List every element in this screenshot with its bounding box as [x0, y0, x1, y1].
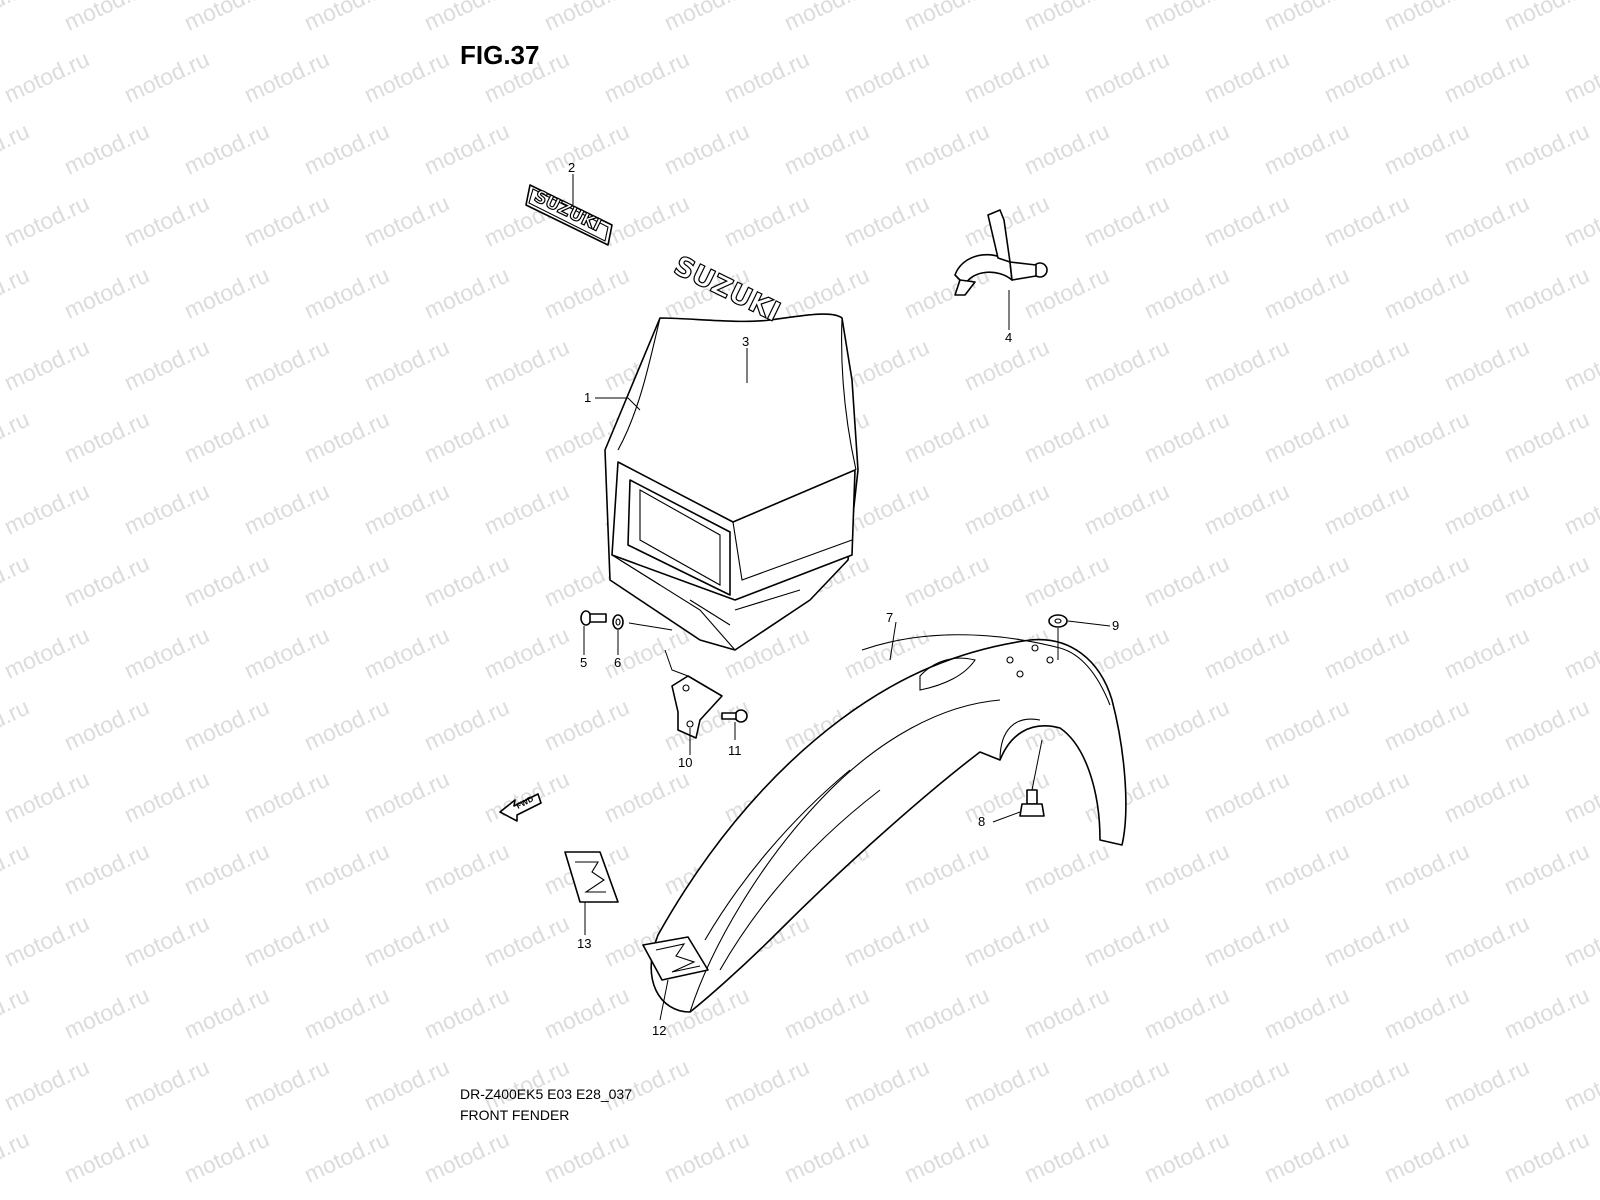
callout-9: 9	[1112, 618, 1119, 633]
callout-7: 7	[886, 610, 893, 625]
fwd-arrow-icon: FWD	[499, 793, 542, 822]
callout-11: 11	[728, 743, 742, 758]
callout-13: 13	[577, 936, 591, 951]
diagram-caption: DR-Z400EK5 E03 E28_037 FRONT FENDER	[460, 1084, 632, 1126]
part-9-nut	[1048, 614, 1068, 628]
part-11-bolt	[721, 709, 748, 723]
callout-8: 8	[978, 814, 985, 829]
section-title: FRONT FENDER	[460, 1107, 570, 1123]
callout-numbers: 2 3 1 4 5 6 7 9 10 11 8 13 12	[568, 160, 1119, 1038]
callout-10: 10	[678, 755, 692, 770]
part-12-decal	[642, 936, 709, 981]
callout-3: 3	[742, 334, 749, 349]
callout-6: 6	[614, 655, 621, 670]
part-7-front-fender	[650, 634, 1127, 1013]
part-1-headlight-cover: SUZUKI	[604, 250, 859, 651]
callout-12: 12	[652, 1023, 666, 1038]
part-4-clamp	[954, 209, 1048, 296]
part-6-washer	[612, 614, 624, 630]
part-2-emblem: SUZUKI	[525, 184, 613, 246]
callout-2: 2	[568, 160, 575, 175]
callout-4: 4	[1005, 330, 1012, 345]
callout-1: 1	[584, 390, 591, 405]
model-code: DR-Z400EK5 E03 E28_037	[460, 1086, 632, 1102]
part-13-decal	[564, 851, 619, 903]
part-10-bracket	[671, 675, 723, 739]
figure-title: FIG.37	[460, 40, 540, 70]
part-5-screw	[580, 610, 607, 626]
leader-lines	[572, 174, 1111, 1021]
callout-5: 5	[580, 655, 587, 670]
cover-logo-text: SUZUKI	[669, 250, 785, 328]
part-8-bolt	[1019, 789, 1045, 817]
